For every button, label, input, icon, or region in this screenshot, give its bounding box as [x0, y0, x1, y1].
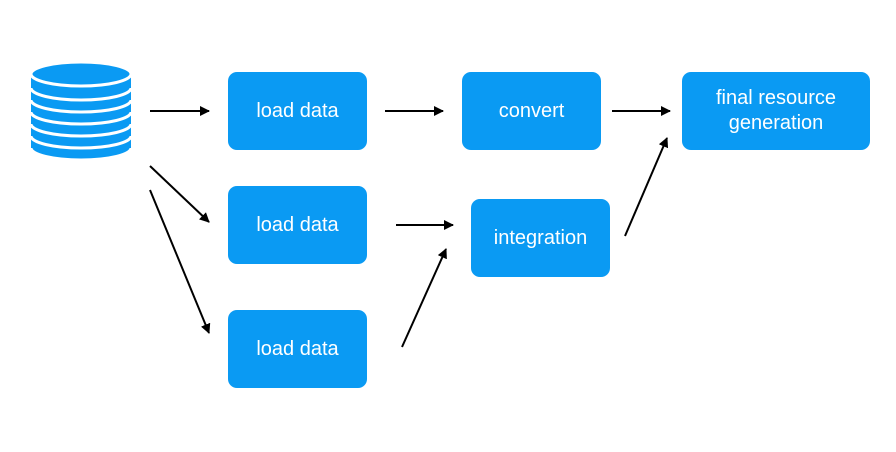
- load-data-label-2: load data: [256, 213, 339, 236]
- convert-label: convert: [498, 99, 565, 122]
- load-data-node-3: load data: [228, 310, 367, 388]
- convert-node: convert: [462, 72, 601, 150]
- arrow-db-to-load-2: [149, 165, 210, 223]
- load-data-label-1: load data: [256, 99, 339, 122]
- arrow-db-to-load-3: [149, 189, 211, 334]
- load-data-label-3: load data: [256, 337, 339, 360]
- database-icon: [29, 60, 133, 162]
- arrow-integration-to-final: [624, 137, 669, 237]
- integration-node: integration: [471, 199, 610, 277]
- final-resource-generation-node: final resource generation: [682, 72, 870, 150]
- load-data-node-1: load data: [228, 72, 367, 150]
- load-data-node-2: load data: [228, 186, 367, 264]
- integration-label: integration: [493, 226, 588, 249]
- arrow-load-3-to-integration: [401, 248, 447, 348]
- final-resource-generation-label: final resource generation: [715, 87, 837, 134]
